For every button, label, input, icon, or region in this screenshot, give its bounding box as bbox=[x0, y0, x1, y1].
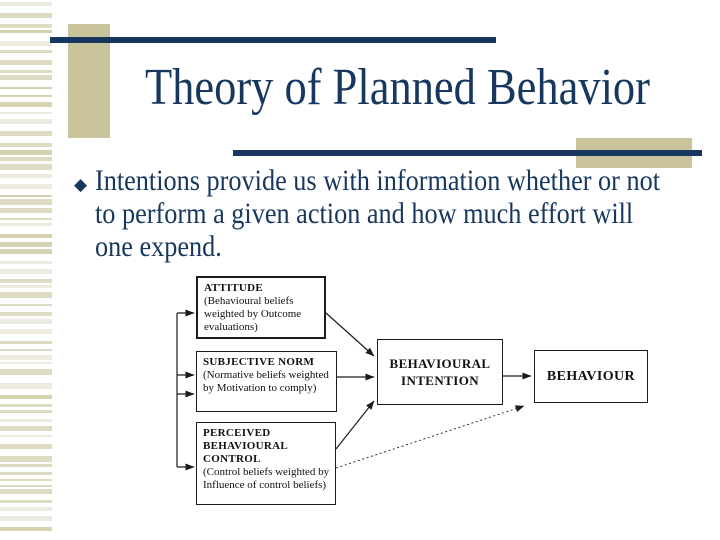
perceived-behavioural-control-desc: (Control beliefs weighted by Influence o… bbox=[203, 466, 330, 491]
subjective-norm-desc: (Normative beliefs weighted by Motivatio… bbox=[203, 369, 329, 394]
title-accent-bar bbox=[68, 24, 110, 138]
bullet-text: Intentions provide us with information w… bbox=[95, 164, 661, 263]
subjective-norm-box: SUBJECTIVE NORM (Normative beliefs weigh… bbox=[196, 351, 337, 412]
slide-title: Theory of Planned Behavior bbox=[145, 59, 650, 116]
attitude-title: ATTITUDE bbox=[204, 282, 264, 294]
title-underline bbox=[233, 150, 702, 156]
attitude-desc: (Behavioural beliefs weighted by Outcome… bbox=[204, 295, 302, 333]
behavioural-intention-box: BEHAVIOURAL INTENTION bbox=[377, 339, 503, 405]
subjective-norm-title: SUBJECTIVE NORM bbox=[203, 356, 315, 368]
attitude-box: ATTITUDE (Behavioural beliefs weighted b… bbox=[196, 276, 326, 339]
perceived-behavioural-control-box: PERCEIVED BEHAVIOURAL CONTROL (Control b… bbox=[196, 422, 336, 505]
notebook-edge-decoration bbox=[0, 0, 52, 540]
perceived-behavioural-control-title: PERCEIVED BEHAVIOURAL CONTROL bbox=[203, 427, 288, 465]
behaviour-box: BEHAVIOUR bbox=[534, 350, 648, 403]
bullet-diamond-icon: ◆ bbox=[74, 175, 88, 195]
top-divider-line bbox=[50, 37, 496, 43]
